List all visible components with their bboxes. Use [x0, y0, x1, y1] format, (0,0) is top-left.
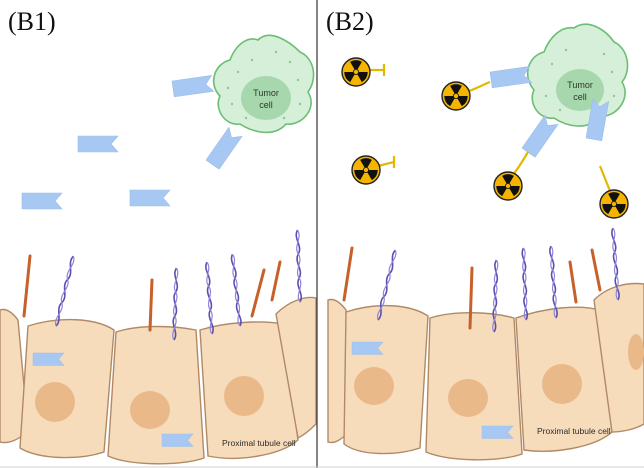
- radionuclide-bound-b2-2: [493, 171, 523, 201]
- radionuclide-bound-b2-3: [599, 189, 629, 219]
- linkers-free-b2: [368, 64, 396, 168]
- fragment-free-b1-3: [129, 189, 171, 207]
- panel-b1: (B1) Tumor cell: [0, 7, 317, 465]
- panel-label-b1: (B1): [8, 7, 56, 36]
- tumor-label-line2-b2: cell: [573, 92, 587, 102]
- tumor-cell-b1: Tumor cell: [212, 34, 315, 134]
- fragment-bound-left-b1: [171, 75, 215, 98]
- fragment-bound-bottom-b1: [205, 126, 243, 170]
- nuclei-b2: [354, 334, 644, 417]
- panel-label-b2: (B2): [326, 7, 374, 36]
- fragment-free-b1-1: [77, 135, 119, 153]
- fragment-bound-lower-left-b2: [521, 114, 559, 158]
- tumor-label-line1-b2: Tumor: [567, 80, 593, 90]
- nuclei-b1: [35, 376, 264, 429]
- tumor-label-line2-b1: cell: [259, 100, 273, 110]
- cilia-b1: [22, 254, 282, 332]
- tumor-label-line1-b1: Tumor: [253, 88, 279, 98]
- fragment-bound-left-b2: [489, 66, 533, 89]
- cilia-b2: [342, 246, 602, 330]
- radionuclide-free-b2-2: [351, 155, 381, 185]
- radionuclide-bound-b2-1: [441, 81, 471, 111]
- radionuclide-free-b2-1: [341, 57, 371, 87]
- cell-label-b2: Proximal tubule cell: [537, 426, 611, 436]
- panel-b2: (B2) Tumor cell: [326, 7, 644, 461]
- cell-label-b1: Proximal tubule cell: [222, 438, 296, 448]
- fragment-free-b1-2: [21, 192, 63, 210]
- tumor-cell-b2: Tumor cell: [526, 23, 629, 127]
